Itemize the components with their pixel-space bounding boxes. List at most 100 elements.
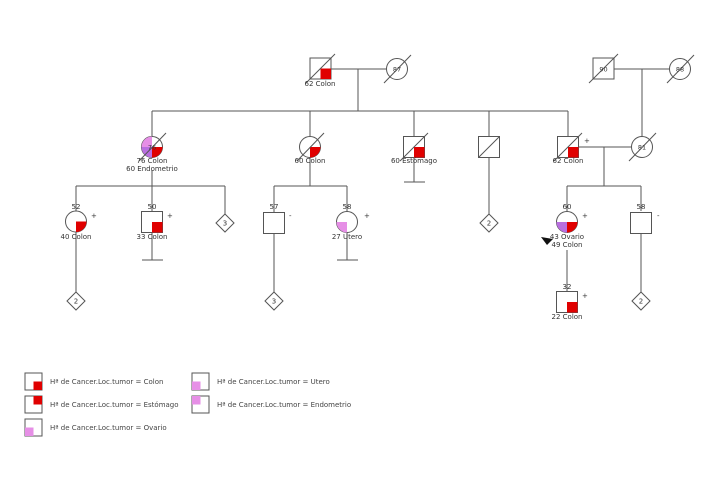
sibship-diamond[interactable]: 3 xyxy=(215,213,235,233)
test-sign: + xyxy=(584,137,590,145)
person-label: 22 Colon xyxy=(552,313,583,321)
person-c4[interactable] xyxy=(478,136,500,158)
person-g2[interactable]: 50 + 33 Colon xyxy=(137,203,173,241)
diamond-symbol xyxy=(631,291,651,311)
person-label: 76 Colon xyxy=(137,157,168,165)
person-c1[interactable]: 76 76 Colon 60 Endometrio xyxy=(126,132,178,173)
age-label: 81 xyxy=(638,144,646,152)
age-label: 60 xyxy=(563,203,572,211)
sibship-count: 3 xyxy=(223,220,227,228)
legend-item-colon: Hª de Cancer.Loc.tumor = Colon xyxy=(24,372,163,391)
person-label: 40 Colon xyxy=(61,233,92,241)
person-grandmother[interactable]: 87 xyxy=(383,54,412,84)
legend-label: Hª de Cancer.Loc.tumor = Utero xyxy=(217,378,330,386)
test-sign: - xyxy=(289,212,292,220)
person-c2[interactable]: 60 Colon xyxy=(295,132,326,165)
deceased-slash xyxy=(138,132,167,162)
legend-label: Hª de Cancer.Loc.tumor = Endometrio xyxy=(217,401,351,409)
male-symbol xyxy=(630,212,652,234)
person-c5[interactable]: + 62 Colon xyxy=(553,132,590,165)
person-g8[interactable]: 58 - xyxy=(630,203,661,234)
affected-quadrant xyxy=(414,147,425,158)
pedigree-lines xyxy=(75,68,670,292)
diamond-symbol xyxy=(215,213,235,233)
test-sign: + xyxy=(91,212,97,220)
person-c3[interactable]: 60 Estómago xyxy=(391,132,437,165)
male-symbol xyxy=(263,212,285,234)
person-label: 49 Colon xyxy=(552,241,583,249)
person-g5[interactable]: 58 + 27 Utero xyxy=(332,203,370,241)
affected-quadrant xyxy=(336,222,347,233)
sibship-count: 2 xyxy=(639,298,643,306)
legend: Hª de Cancer.Loc.tumor = Colon Hª de Can… xyxy=(24,372,351,437)
age-label: 50 xyxy=(148,203,157,211)
deceased-slash xyxy=(383,54,412,84)
sibship-diamond[interactable]: 2 xyxy=(479,213,499,233)
age-label: 32 xyxy=(563,283,572,291)
diamond-symbol xyxy=(479,213,499,233)
person-label: 33 Colon xyxy=(137,233,168,241)
test-sign: + xyxy=(582,212,588,220)
affected-quadrant xyxy=(320,68,331,79)
age-label: 90 xyxy=(599,66,607,74)
affected-quadrant xyxy=(152,147,163,158)
affected-quadrant xyxy=(310,147,321,158)
deceased-slash xyxy=(553,132,583,162)
sibship-count: 2 xyxy=(487,220,491,228)
age-label: 58 xyxy=(637,203,646,211)
deceased-slash xyxy=(628,132,657,162)
legend-swatch-fill xyxy=(192,396,201,405)
affected-quadrant xyxy=(567,222,578,233)
age-label: 87 xyxy=(393,66,401,74)
person-g1[interactable]: 52 + 40 Colon xyxy=(61,203,97,241)
deceased-slash xyxy=(478,136,500,158)
legend-swatch-fill xyxy=(192,381,201,390)
sibship-count: 2 xyxy=(74,298,78,306)
deceased-slash xyxy=(666,54,695,84)
diamond-symbol xyxy=(66,291,86,311)
age-label: 88 xyxy=(676,66,684,74)
legend-item-endometrio: Hª de Cancer.Loc.tumor = Endometrio xyxy=(191,395,351,414)
legend-item-utero: Hª de Cancer.Loc.tumor = Utero xyxy=(191,372,330,391)
deceased-slash xyxy=(588,53,619,84)
sibship-diamond[interactable]: 3 xyxy=(264,291,284,311)
age-label: 58 xyxy=(343,203,352,211)
test-sign: + xyxy=(582,292,588,300)
deceased-slash xyxy=(305,53,336,84)
person-c5-spouse[interactable]: 81 xyxy=(628,132,657,162)
deceased-slash xyxy=(296,132,325,162)
person-label: 60 Colon xyxy=(295,157,326,165)
test-sign: + xyxy=(167,212,173,220)
person-grandfather-2[interactable]: 90 xyxy=(588,53,619,84)
person-label: 43 Ovario xyxy=(550,233,584,241)
affected-quadrant xyxy=(141,136,152,147)
sibship-diamond[interactable]: 2 xyxy=(66,291,86,311)
legend-label: Hª de Cancer.Loc.tumor = Estómago xyxy=(50,401,179,409)
person-label: 62 Colon xyxy=(553,157,584,165)
person-grandfather[interactable]: 62 Colon xyxy=(305,53,336,88)
legend-swatch-fill xyxy=(25,427,34,436)
age-label: 76 xyxy=(148,144,156,152)
legend-swatch-fill xyxy=(33,381,42,390)
person-label: 62 Colon xyxy=(305,80,336,88)
diamond-symbol xyxy=(264,291,284,311)
person-d3[interactable]: 32 + 22 Colon xyxy=(552,283,588,321)
legend-item-estomago: Hª de Cancer.Loc.tumor = Estómago xyxy=(24,395,179,414)
deceased-slash xyxy=(399,132,429,162)
affected-quadrant xyxy=(76,221,87,232)
person-label: 60 Endometrio xyxy=(126,165,178,173)
person-grandmother-2[interactable]: 88 xyxy=(666,54,695,84)
person-label: 60 Estómago xyxy=(391,157,437,165)
test-sign: + xyxy=(364,212,370,220)
legend-item-ovario: Hª de Cancer.Loc.tumor = Ovario xyxy=(24,418,167,437)
legend-label: Hª de Cancer.Loc.tumor = Colon xyxy=(50,378,163,386)
sibship-diamond[interactable]: 2 xyxy=(631,291,651,311)
person-g7[interactable]: 60 + 43 Ovario 49 Colon xyxy=(541,203,588,249)
legend-swatch-fill xyxy=(33,396,42,405)
age-label: 57 xyxy=(270,203,279,211)
affected-quadrant xyxy=(152,222,163,233)
person-g4[interactable]: 57 - xyxy=(263,203,293,234)
test-sign: - xyxy=(657,212,660,220)
